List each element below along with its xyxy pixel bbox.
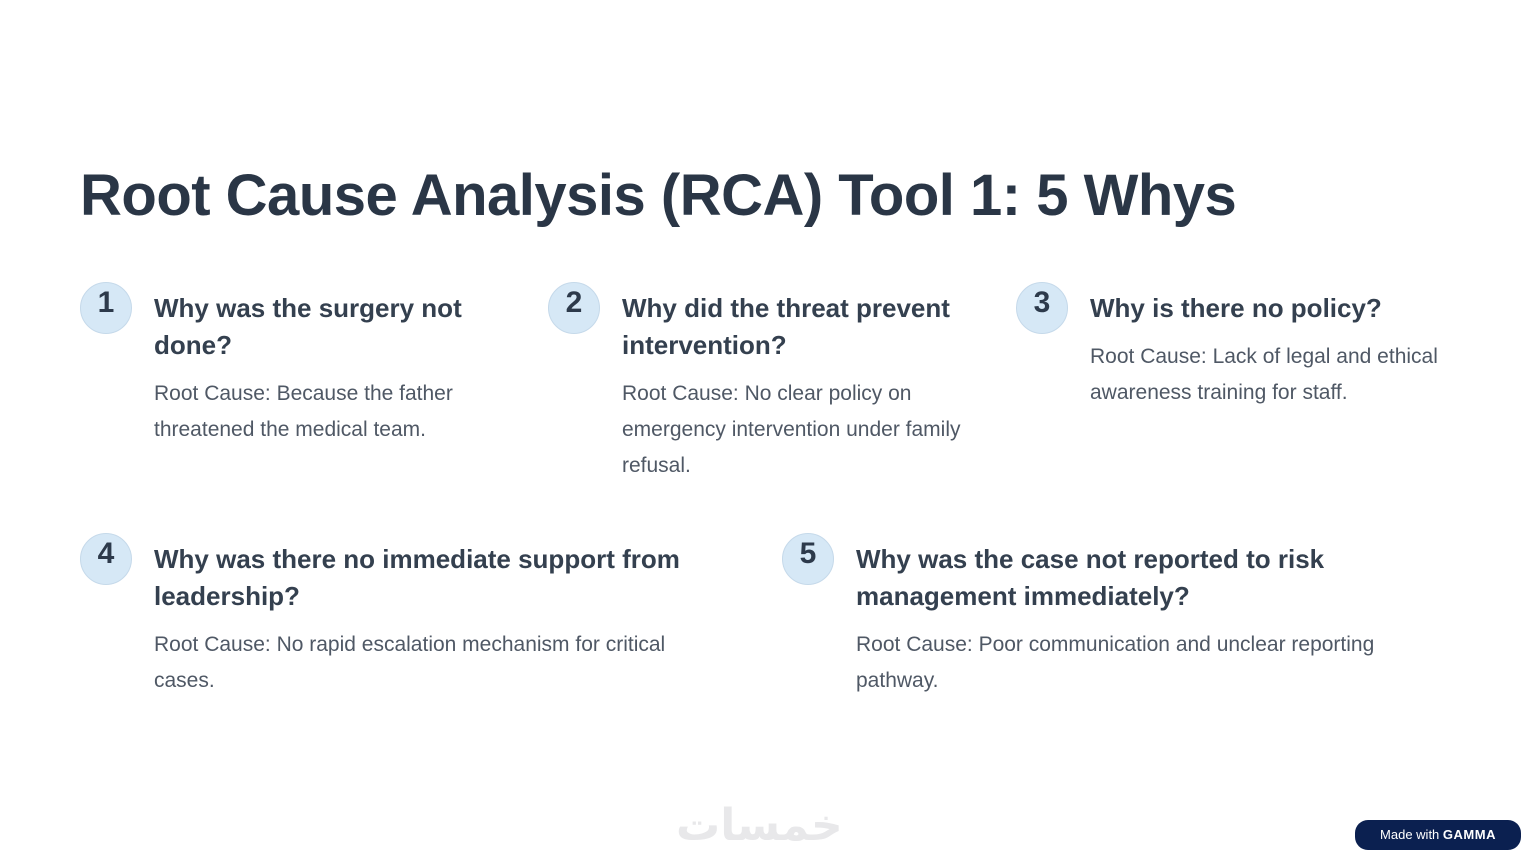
why-question: Why was there no immediate support from … bbox=[154, 544, 680, 611]
root-cause: Root Cause: Poor communication and uncle… bbox=[856, 633, 1375, 692]
number-badge: 5 bbox=[782, 533, 834, 585]
root-cause: Root Cause: Lack of legal and ethical aw… bbox=[1090, 345, 1438, 404]
watermark-logo: خمسات bbox=[676, 800, 843, 851]
badge-brand: GAMMA bbox=[1442, 827, 1496, 842]
why-question: Why was the surgery not done? bbox=[154, 293, 462, 360]
why-question: Why was the case not reported to risk ma… bbox=[856, 544, 1325, 611]
root-cause: Root Cause: Because the father threatene… bbox=[154, 382, 453, 441]
page-title: Root Cause Analysis (RCA) Tool 1: 5 Whys bbox=[80, 163, 1237, 228]
why-question: Why is there no policy? bbox=[1090, 293, 1382, 323]
made-with-gamma-badge[interactable]: Made with GAMMA bbox=[1355, 820, 1521, 850]
root-cause: Root Cause: No clear policy on emergency… bbox=[622, 382, 961, 477]
root-cause: Root Cause: No rapid escalation mechanis… bbox=[154, 633, 666, 692]
number-badge: 3 bbox=[1016, 282, 1068, 334]
number-badge: 4 bbox=[80, 533, 132, 585]
badge-prefix: Made with bbox=[1380, 827, 1440, 842]
number-badge: 2 bbox=[548, 282, 600, 334]
number-badge: 1 bbox=[80, 282, 132, 334]
why-question: Why did the threat prevent intervention? bbox=[622, 293, 950, 360]
